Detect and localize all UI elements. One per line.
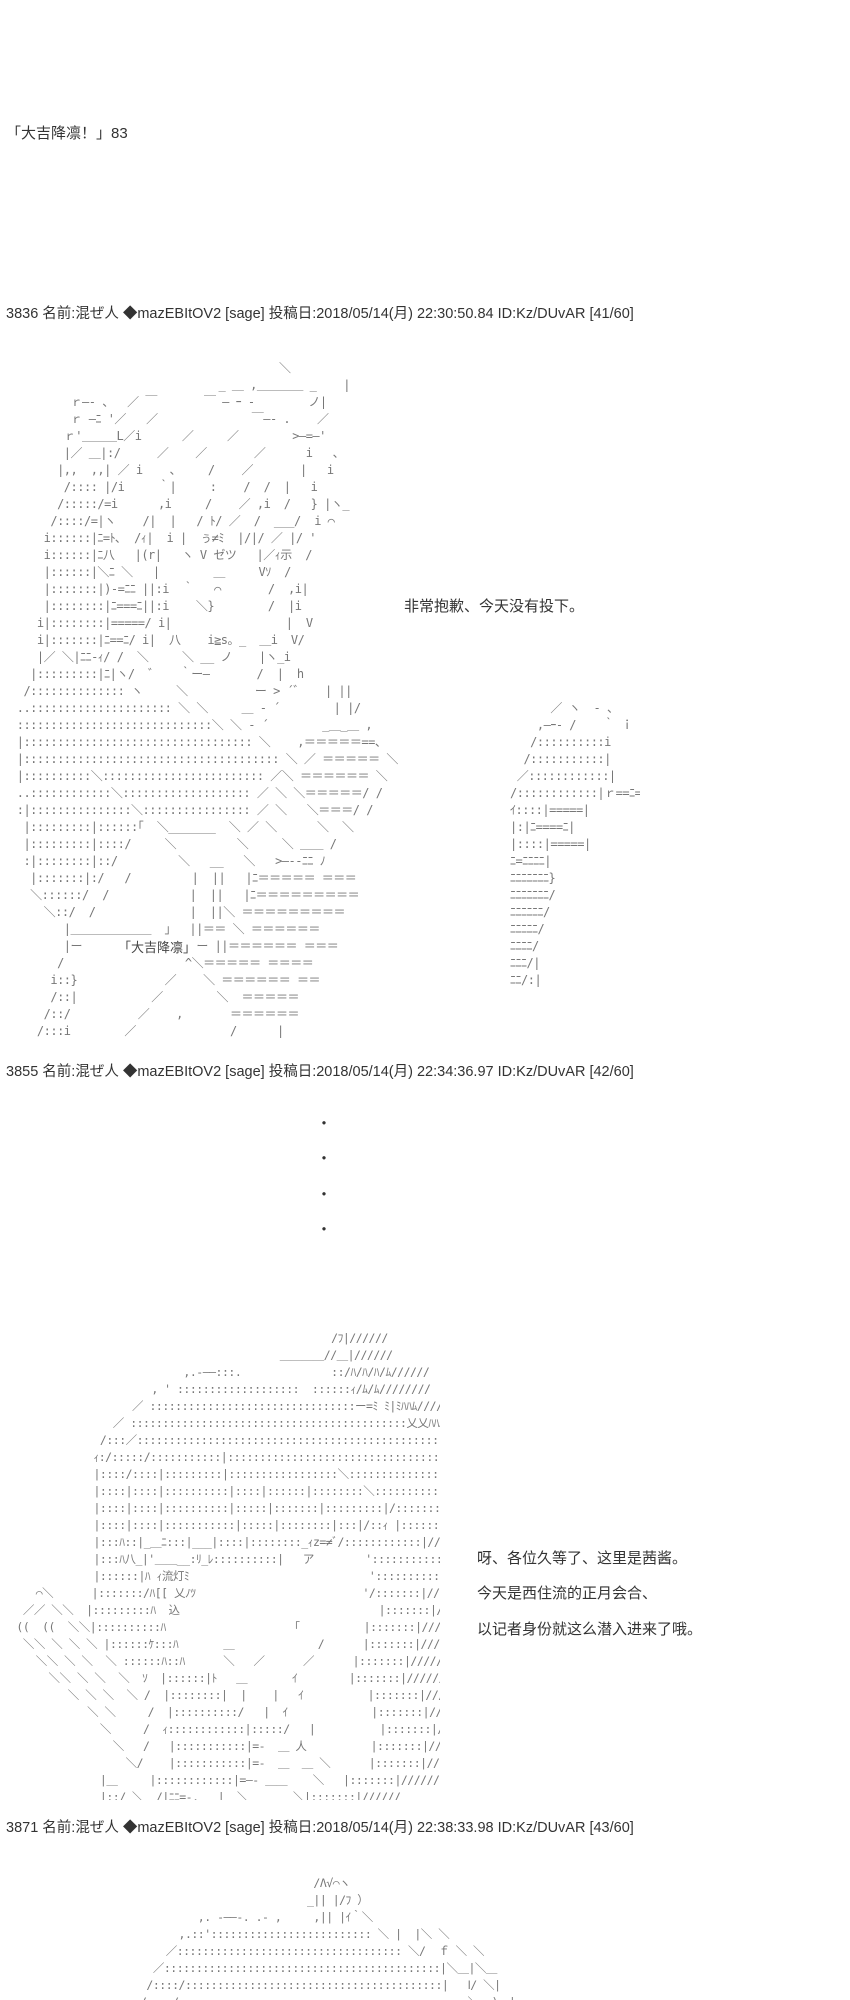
- ascii-art-sleeve: ／ ヽ - 、 ,―ｰ- / ｀ ｉ /::::::::::i | /:::::…: [510, 701, 640, 987]
- ellipsis-dot: ・: [316, 1151, 333, 1168]
- post-header: 3855 名前:混ぜ人 ◆mazEBItOV2 [sage] 投稿日:2018/…: [6, 1064, 634, 1080]
- ascii-art-character-1: ＼ _ ＿ ,＿＿＿＿ _ | ｒ―- 、 ／ ￣ ￣ ― ｰ - ノ| ｒ ―…: [16, 361, 399, 1038]
- speech-text: 呀、各位久等了、这里是茜酱。: [477, 1550, 688, 1567]
- sign-label: 「大吉降凛」: [118, 937, 197, 956]
- intro-line: 「大吉降凛！」83: [6, 125, 128, 142]
- ascii-art-character-3: /Λ√⌒ヽ _|| |/ﾌ ） ,. -――-. .- , ,|| |ｲ｀＼ ,…: [140, 1876, 516, 2000]
- speech-text: 今天是西住流的正月会合、: [477, 1585, 658, 1602]
- speech-text: 以记者身份就这么潜入进来了哦。: [477, 1621, 703, 1638]
- ellipsis-dot: ・: [316, 1116, 333, 1133]
- ellipsis-dot: ・: [316, 1187, 333, 1204]
- post-header: 3871 名前:混ぜ人 ◆mazEBItOV2 [sage] 投稿日:2018/…: [6, 1820, 634, 1836]
- ascii-art-character-2: /ﾌ|////// ＿＿＿＿//＿|////// ,.-――:::. ::/ﾊ/…: [16, 1331, 440, 1800]
- ellipsis-dot: ・: [316, 1222, 333, 1239]
- post-header: 3836 名前:混ぜ人 ◆mazEBItOV2 [sage] 投稿日:2018/…: [6, 306, 634, 322]
- speech-text: 非常抱歉、今天没有投下。: [404, 598, 585, 615]
